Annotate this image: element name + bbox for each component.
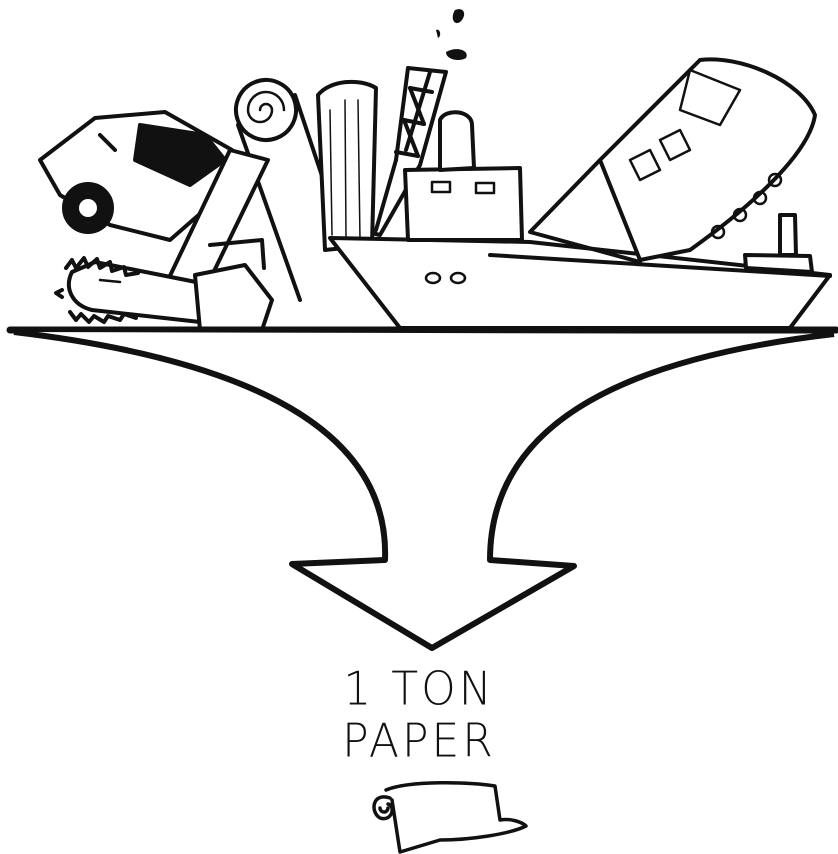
ship-icon <box>328 110 832 330</box>
result-label: 1 TON <box>0 662 838 717</box>
paper-scroll-icon <box>372 780 528 854</box>
result-line-2: PAPER <box>342 714 496 769</box>
result-line-1: 1 TON <box>343 662 495 717</box>
oil-rig-icon <box>366 66 448 237</box>
funnel-arrow <box>13 329 835 651</box>
train-icon <box>528 57 817 264</box>
chainsaw-icon <box>54 238 274 332</box>
water-drop-icon <box>436 9 467 60</box>
plank-icon <box>166 79 378 302</box>
result-label-2: PAPER <box>0 714 838 769</box>
truck-icon <box>38 110 234 242</box>
